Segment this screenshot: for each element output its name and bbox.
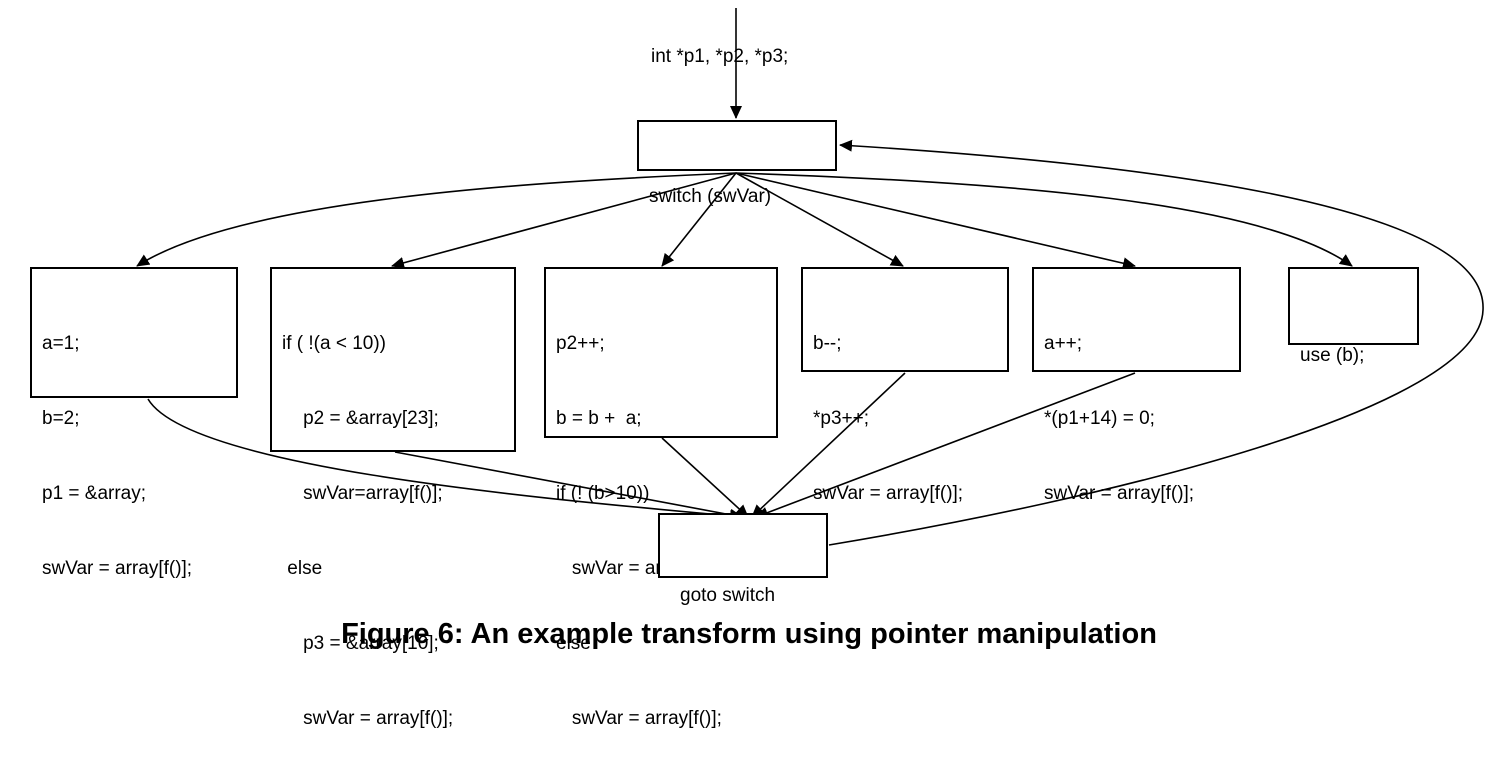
code-line: p1 = &array; <box>42 483 147 504</box>
edge-switch-to-case-4 <box>735 172 904 267</box>
code-line: p3 = &array[10]; <box>282 633 439 654</box>
code-line: swVar = array[f()]; <box>556 708 722 729</box>
code-line: use (b); <box>1300 345 1365 366</box>
edge-switch-to-case-2 <box>391 172 737 269</box>
code-line: if ( !(a < 10)) <box>282 333 386 354</box>
code-line: *p3++; <box>813 408 869 429</box>
code-line: *(p1+14) = 0; <box>1044 408 1155 429</box>
code-line: a++; <box>1044 333 1083 354</box>
code-line: a=1; <box>42 333 80 354</box>
figure-caption: Figure 6: An example transform using poi… <box>341 618 1157 650</box>
control-flow-diagram: int *p1, *p2, *p3; switch (swVar) a=1; b… <box>30 8 1484 729</box>
edge-switch-to-case-5 <box>735 172 1136 270</box>
case-node-5: a++; *(p1+14) = 0; swVar = array[f()]; <box>1032 267 1241 504</box>
code-line: swVar = array[f()]; <box>1044 483 1195 504</box>
pointer-declaration: int *p1, *p2, *p3; <box>651 46 789 67</box>
code-line: b=2; <box>42 408 80 429</box>
case-node-4: b--; *p3++; swVar = array[f()]; <box>801 267 1009 504</box>
case-node-2: if ( !(a < 10)) p2 = &array[23]; swVar=a… <box>270 267 516 729</box>
edge-case-3-to-goto <box>661 437 749 518</box>
code-line: swVar=array[f()]; <box>282 483 443 504</box>
edge-case-5-to-goto <box>755 372 1136 519</box>
edge-case-4-to-goto <box>751 372 906 518</box>
goto-node: goto switch <box>658 513 828 606</box>
code-line: else <box>282 558 323 579</box>
switch-label: switch (swVar) <box>649 186 772 207</box>
code-line: swVar = array[f()]; <box>282 708 454 729</box>
edges-layer <box>136 8 1484 546</box>
code-line: swVar = array[f()]; <box>42 558 193 579</box>
code-line: p2++; <box>556 333 605 354</box>
code-line: else <box>556 633 591 654</box>
case-node-3: p2++; b = b + a; if (! (b>10)) swVar = a… <box>544 267 778 729</box>
edge-switch-to-case-6 <box>735 172 1353 267</box>
edge-goto-back-to-switch <box>828 139 1484 546</box>
switch-node: switch (swVar) <box>637 120 837 207</box>
code-line: b = b + a; <box>556 408 642 429</box>
goto-label: goto switch <box>680 585 776 606</box>
code-line: b--; <box>813 333 842 354</box>
edge-case-2-to-goto <box>394 451 743 521</box>
case-node-6: use (b); <box>1288 267 1419 366</box>
code-line: if (! (b>10)) <box>556 483 650 504</box>
edge-case-1-to-goto <box>147 398 743 522</box>
code-line: swVar = array[f()]; <box>813 483 964 504</box>
edge-switch-to-case-1 <box>136 172 737 267</box>
edge-switch-to-case-3 <box>661 172 737 267</box>
case-node-1: a=1; b=2; p1 = &array; swVar = array[f()… <box>30 267 238 579</box>
code-line: p2 = &array[23]; <box>282 408 439 429</box>
